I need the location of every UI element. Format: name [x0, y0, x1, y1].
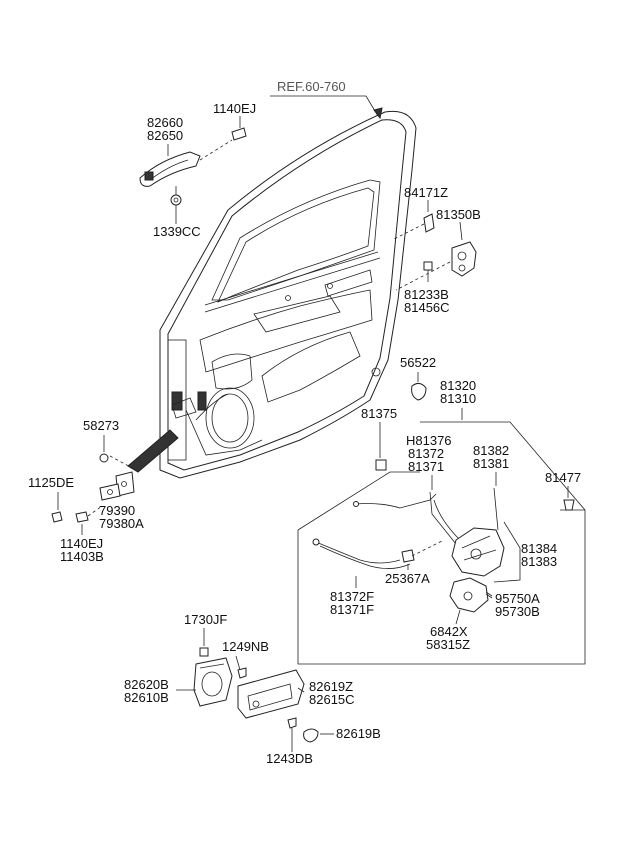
ref-label: REF.60-760 [277, 79, 346, 94]
label-82619z: 82619Z [309, 679, 353, 694]
label-82660: 82660 [147, 115, 183, 130]
label-25367a: 25367A [385, 571, 430, 586]
label-82615c: 82615C [309, 692, 355, 707]
striker-assembly [391, 213, 477, 401]
label-82650: 82650 [147, 128, 183, 143]
label-79380a: 79380A [99, 516, 144, 531]
label-81384: 81384 [521, 541, 557, 556]
label-81381: 81381 [473, 456, 509, 471]
label-79390: 79390 [99, 503, 135, 518]
inside-handle [193, 657, 319, 743]
door-panel [127, 110, 417, 479]
label-56522: 56522 [400, 355, 436, 370]
label-1140ej-top: 1140EJ [213, 101, 256, 116]
door-lock-actuator [449, 527, 505, 613]
outside-handle [139, 127, 247, 206]
label-95730b: 95730B [495, 604, 540, 619]
label-11403b: 11403B [60, 549, 104, 564]
label-6842x: 6842X [430, 624, 468, 639]
label-84171z: 84171Z [404, 185, 448, 200]
label-81375: 81375 [361, 406, 397, 421]
label-81372f: 81372F [330, 589, 374, 604]
label-81371f: 81371F [330, 602, 374, 617]
label-81371: 81371 [408, 459, 444, 474]
label-1249nb: 1249NB [222, 639, 269, 654]
label-81382: 81382 [473, 443, 509, 458]
lock-rods [312, 487, 521, 583]
label-81350b: 81350B [436, 207, 481, 222]
lock-assembly-box [297, 421, 586, 665]
label-1243db: 1243DB [266, 751, 313, 766]
label-81477: 81477 [545, 470, 581, 485]
label-1730jf: 1730JF [184, 612, 227, 627]
label-h81376: H81376 [406, 433, 452, 448]
door-check [51, 471, 135, 523]
label-82619b: 82619B [336, 726, 381, 741]
label-82620b: 82620B [124, 677, 169, 692]
label-81310: 81310 [440, 391, 476, 406]
label-82610b: 82610B [124, 690, 169, 705]
label-1125de: 1125DE [28, 475, 74, 490]
label-81372: 81372 [408, 446, 444, 461]
label-1339cc: 1339CC [153, 224, 201, 239]
label-81383: 81383 [521, 554, 557, 569]
label-81320: 81320 [440, 378, 476, 393]
label-58315z: 58315Z [426, 637, 470, 652]
label-81233b: 81233B [404, 287, 449, 302]
label-95750a: 95750A [495, 591, 540, 606]
label-58273: 58273 [83, 418, 119, 433]
label-1140ej-bottom: 1140EJ [60, 536, 103, 551]
label-81456c: 81456C [404, 300, 450, 315]
